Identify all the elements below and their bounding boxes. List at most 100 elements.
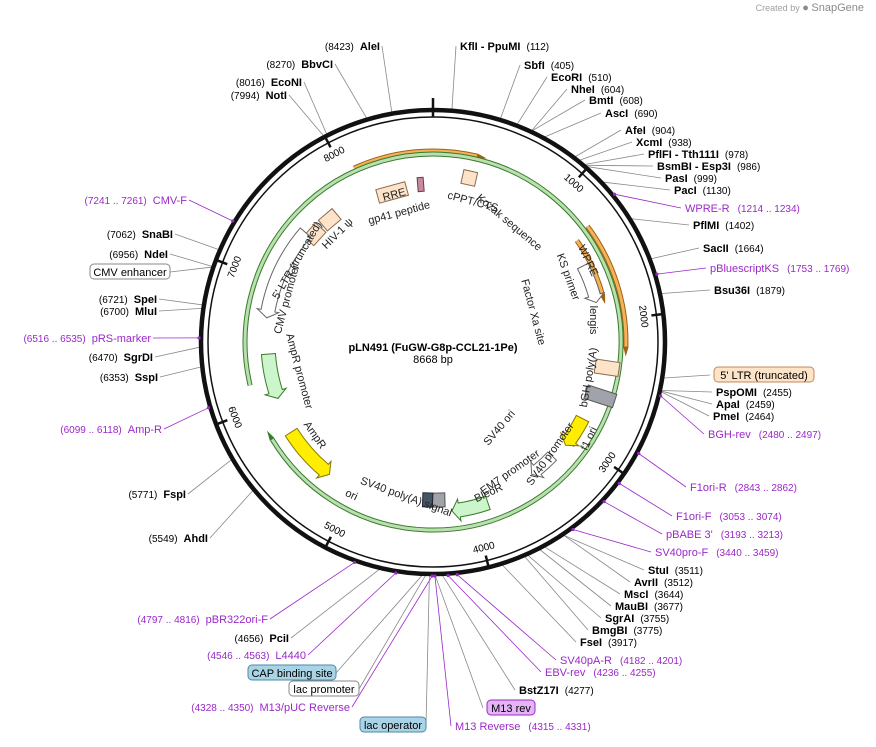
primer-name: pBABE 3': [666, 529, 713, 541]
primer-label: (6516 .. 6535)pRS-marker: [23, 333, 151, 345]
primer-position: (3440 .. 3459): [716, 548, 778, 559]
leader-line: [169, 253, 212, 267]
primer-marker: [231, 219, 235, 223]
site-name: SbfI: [524, 60, 545, 72]
site-position: (3677): [654, 602, 683, 613]
site-position: (938): [668, 138, 691, 149]
leader-line: [334, 63, 367, 118]
boxed-label-frame: [713, 366, 815, 383]
site-name: BbvCI: [301, 59, 333, 71]
primer-name: EBV-rev: [545, 667, 586, 679]
cppt-box: [460, 169, 479, 187]
site-label: (8270)BbvCI: [266, 59, 333, 71]
leader-line: [661, 391, 710, 417]
site-label: KflI - PpuMI(112): [460, 41, 549, 53]
tick-mark: [651, 312, 664, 317]
tick-label: 7000: [226, 254, 244, 279]
tick-label: 4000: [472, 540, 497, 556]
leader-line: [631, 218, 690, 226]
leader-line: [603, 501, 663, 535]
site-name: AscI: [605, 108, 628, 120]
plasmid-size: 8668 bp: [413, 354, 453, 366]
leader-line: [188, 199, 233, 222]
site-label: PasI(999): [665, 173, 717, 185]
site-position: (1130): [703, 186, 731, 197]
site-name: FspI: [163, 489, 186, 501]
site-position: (8423): [325, 42, 354, 53]
orf-right-arrow-inner: [575, 239, 604, 295]
primer-name: Amp-R: [128, 424, 162, 436]
site-position: (3755): [640, 614, 669, 625]
leader-line: [528, 555, 602, 619]
site-position: (4277): [565, 686, 594, 697]
restriction-site-labels: (8423)AleI(8270)BbvCI(8016)EcoNI(7994)No…: [89, 41, 792, 697]
leader-line: [158, 298, 203, 306]
primer-name: M13 Reverse: [455, 721, 520, 733]
tick-mark: [323, 136, 332, 148]
map-center: pLN491 (FuGW-G8p-CCL21-1Pe) 8668 bp: [348, 342, 517, 366]
site-position: (4656): [235, 634, 264, 645]
site-label: AscI(690): [605, 108, 658, 120]
feature-label: Factor Xa site: [518, 278, 547, 347]
bgh-box: [583, 384, 618, 409]
site-position: (112): [527, 42, 550, 53]
site-label: PmeI(2464): [713, 411, 774, 423]
primer-position: (4328 .. 4350): [191, 703, 253, 714]
site-name: PmeI: [713, 411, 739, 423]
site-name: BmtI: [589, 95, 613, 107]
tick-mark: [324, 536, 332, 549]
primer-marker: [455, 573, 459, 577]
site-position: (3644): [654, 590, 683, 601]
sv40-promoter-arrow: [530, 451, 558, 479]
tick-label: 5000: [322, 520, 347, 540]
primer-labels: (7241 .. 7261)CMV-F(6516 .. 6535)pRS-mar…: [23, 192, 849, 733]
primer-position: (2480 .. 2497): [759, 430, 821, 441]
leader-line: [651, 247, 700, 259]
site-label: AfeI(904): [625, 125, 675, 137]
tick-mark: [484, 555, 490, 568]
leader-line: [442, 575, 516, 691]
site-name: Bsu36I: [714, 285, 750, 297]
lac-box: [421, 492, 434, 508]
snapgene-logo-icon: ●: [802, 2, 809, 14]
leader-line: [502, 565, 577, 643]
site-position: (3511): [675, 566, 703, 577]
leader-line: [572, 529, 652, 553]
primer-label: EBV-rev(4236 .. 4255): [545, 667, 656, 679]
site-position: (7062): [107, 230, 136, 241]
f1-ori-arrow: [559, 414, 590, 447]
site-name: NdeI: [144, 249, 168, 261]
site-name: SacII: [703, 243, 729, 255]
leader-line: [531, 88, 568, 131]
site-position: (608): [619, 96, 642, 107]
primer-marker: [352, 560, 357, 565]
primer-position: (3193 .. 3213): [721, 530, 783, 541]
primer-position: (2843 .. 2862): [735, 483, 797, 494]
site-label: AvrII(3512): [634, 577, 693, 589]
primer-label: WPRE-R(1214 .. 1234): [685, 203, 800, 215]
primer-position: (3053 .. 3074): [719, 512, 781, 523]
leader-line: [603, 181, 671, 191]
primer-label: F1ori-F(3053 .. 3074): [676, 511, 782, 523]
site-label: SbfI(405): [524, 60, 574, 72]
primer-name: SV40pA-R: [560, 655, 612, 667]
leader-line: [517, 76, 548, 125]
leader-line: [575, 129, 622, 157]
primer-position: (4182 .. 4201): [620, 656, 682, 667]
leader-line: [303, 81, 327, 134]
tick-label: 6000: [225, 405, 243, 430]
site-position: (1402): [725, 221, 754, 232]
rre-box: [375, 181, 410, 204]
leader-line: [544, 546, 621, 595]
leader-line: [435, 575, 484, 709]
primer-label: F1ori-R(2843 .. 2862): [690, 482, 797, 494]
site-label: (6956)NdeI: [109, 249, 168, 261]
site-label: SacII(1664): [703, 243, 764, 255]
primer-label: (4546 .. 4563)L4440: [207, 650, 306, 662]
site-label: (7062)SnaBI: [107, 229, 173, 241]
feature-shapes: [242, 148, 629, 533]
primer-name: pBluescriptKS: [710, 263, 779, 275]
feature-label: AmpR promoter: [283, 332, 315, 410]
